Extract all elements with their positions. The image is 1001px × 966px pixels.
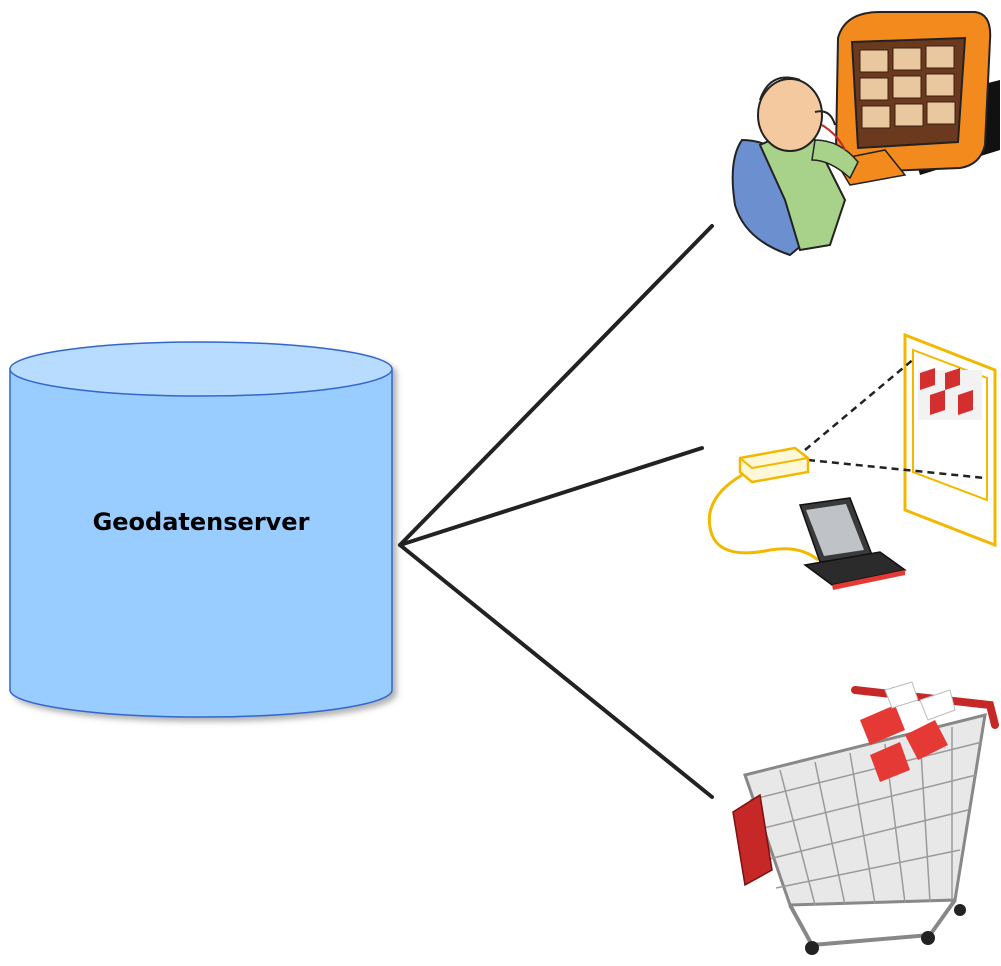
projected-content — [918, 368, 982, 420]
server-label: Geodatenserver — [92, 508, 310, 536]
connector-to-projector — [398, 446, 704, 547]
connector-to-user — [398, 224, 714, 547]
geodatenserver-cylinder — [9, 341, 393, 718]
laptop-with-projector-illustration — [707, 332, 997, 590]
connector-lines — [398, 224, 714, 799]
connector-to-cart — [398, 543, 714, 799]
person-at-computer-illustration — [731, 11, 1000, 257]
shopping-cart-illustration — [732, 681, 999, 955]
